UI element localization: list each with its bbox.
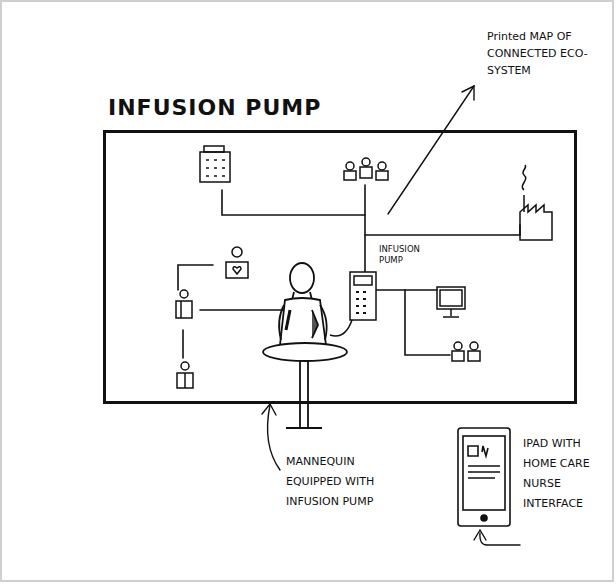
annotation-note: IPAD WITH HOME CARE NURSE INTERFACE — [523, 434, 609, 514]
leader-line — [388, 86, 474, 214]
map-line — [182, 330, 184, 358]
caregiver-icon — [226, 247, 248, 278]
computer-icon — [437, 287, 465, 317]
frame-heading: INFUSION PUMP — [108, 95, 321, 120]
people-group-icon — [344, 158, 388, 180]
map-line — [405, 290, 450, 355]
arrow-head — [462, 86, 474, 100]
ipad-icon — [458, 428, 510, 526]
infusion-pump-device — [330, 272, 376, 336]
map-line — [365, 225, 520, 235]
map-lines — [178, 185, 520, 358]
people-pair-icon — [452, 342, 480, 361]
person-icon — [176, 290, 192, 318]
factory-icon — [520, 165, 552, 240]
arrow-head — [262, 404, 276, 415]
annotation-note: MANNEQUIN EQUIPPED WITH INFUSION PUMP — [286, 452, 406, 512]
map-line — [222, 190, 365, 215]
leader-arrows — [262, 86, 520, 545]
annotation-note: Printed MAP OF CONNECTED ECO-SYSTEM — [487, 28, 605, 79]
map-line — [376, 289, 437, 291]
map-frame: INFUSION PUMP — [103, 130, 577, 404]
map-line — [178, 265, 213, 290]
device-label: INFUSION PUMP — [379, 244, 437, 266]
patient-icon — [177, 362, 193, 388]
building-icon — [200, 146, 230, 182]
map-line — [200, 309, 283, 311]
arrow-head — [474, 530, 486, 540]
leader-line — [268, 405, 280, 470]
